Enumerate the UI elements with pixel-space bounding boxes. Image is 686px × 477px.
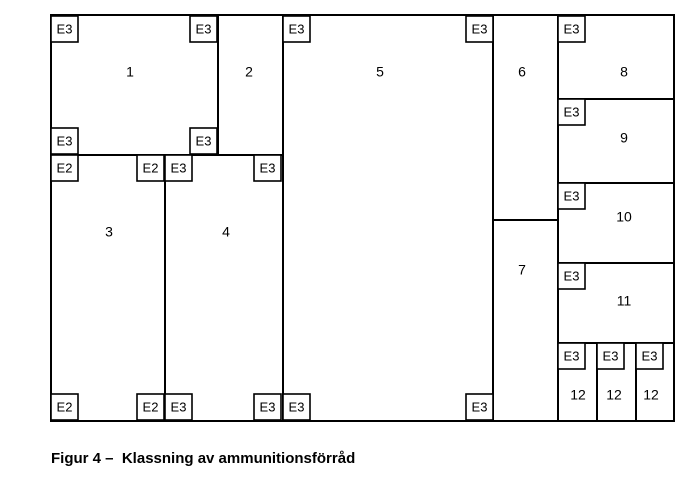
tag-label: E2 xyxy=(57,399,73,414)
outer-wall xyxy=(50,14,675,422)
tag-box xyxy=(189,15,218,43)
classification-tag: E3 xyxy=(50,15,79,43)
tag-label: E3 xyxy=(196,21,212,36)
classification-tag: E3 xyxy=(557,342,586,370)
classification-tag: E3 xyxy=(465,393,494,421)
tag-label: E3 xyxy=(564,104,580,119)
classification-tag: E2 xyxy=(50,393,79,421)
tag-box xyxy=(189,127,218,155)
tag-box xyxy=(557,15,586,43)
tag-label: E3 xyxy=(260,160,276,175)
tag-box xyxy=(635,342,664,370)
tag-label: E3 xyxy=(564,188,580,203)
classification-tag: E3 xyxy=(596,342,625,370)
room-label-r12c: 12 xyxy=(643,387,659,403)
tag-box xyxy=(557,98,586,126)
tag-box xyxy=(596,342,625,370)
room-label-r4: 4 xyxy=(222,224,230,240)
classification-tag: E3 xyxy=(557,15,586,43)
classification-tag: E3 xyxy=(635,342,664,370)
classification-tag: E3 xyxy=(253,154,282,182)
figure-caption: Figur 4 – Klassning av ammunitionsförråd xyxy=(51,450,356,467)
tag-box xyxy=(50,393,79,421)
tag-box xyxy=(557,182,586,210)
room-label-r12b: 12 xyxy=(606,387,622,403)
tag-box xyxy=(50,154,79,182)
classification-tag: E2 xyxy=(136,154,165,182)
tag-label: E3 xyxy=(642,348,658,363)
tag-label: E3 xyxy=(289,21,305,36)
tag-box xyxy=(253,154,282,182)
room-label-r2: 2 xyxy=(245,64,253,80)
classification-tag: E3 xyxy=(189,127,218,155)
tag-label: E3 xyxy=(564,348,580,363)
room-label-r11: 11 xyxy=(617,293,632,309)
tag-label: E2 xyxy=(143,399,159,414)
classification-tag: E3 xyxy=(465,15,494,43)
classification-tag: E3 xyxy=(164,154,193,182)
tag-box xyxy=(136,393,165,421)
tag-box xyxy=(50,15,79,43)
room-label-r8: 8 xyxy=(620,64,628,80)
tag-box xyxy=(164,393,193,421)
tag-label: E3 xyxy=(171,160,187,175)
tag-label: E3 xyxy=(603,348,619,363)
tag-label: E3 xyxy=(57,21,73,36)
classification-tag: E3 xyxy=(282,393,311,421)
tag-box xyxy=(465,393,494,421)
classification-tag: E3 xyxy=(557,98,586,126)
classification-tag: E2 xyxy=(136,393,165,421)
tag-box xyxy=(253,393,282,421)
tag-box xyxy=(282,15,311,43)
classification-tag: E3 xyxy=(253,393,282,421)
tag-label: E3 xyxy=(472,21,488,36)
tag-label: E3 xyxy=(260,399,276,414)
tag-label: E3 xyxy=(196,133,212,148)
tag-box xyxy=(557,262,586,290)
classification-tag: E3 xyxy=(282,15,311,43)
room-label-r7: 7 xyxy=(518,262,526,278)
tag-label: E3 xyxy=(472,399,488,414)
room-label-r5: 5 xyxy=(376,64,384,80)
room-label-r1: 1 xyxy=(126,64,134,80)
tag-label: E2 xyxy=(143,160,159,175)
tag-label: E3 xyxy=(57,133,73,148)
tag-box xyxy=(164,154,193,182)
classification-tag: E3 xyxy=(189,15,218,43)
tag-box xyxy=(282,393,311,421)
tag-label: E3 xyxy=(171,399,187,414)
tag-box xyxy=(465,15,494,43)
room-label-r6: 6 xyxy=(518,64,526,80)
classification-tag: E2 xyxy=(50,154,79,182)
tag-box xyxy=(50,127,79,155)
classification-tag: E3 xyxy=(164,393,193,421)
room-label-r9: 9 xyxy=(620,130,628,146)
room-label-r3: 3 xyxy=(105,224,113,240)
classification-tag: E3 xyxy=(50,127,79,155)
classification-tag: E3 xyxy=(557,182,586,210)
tag-box xyxy=(557,342,586,370)
room-label-r12a: 12 xyxy=(570,387,586,403)
tag-box xyxy=(136,154,165,182)
tag-label: E3 xyxy=(564,268,580,283)
room-label-r10: 10 xyxy=(616,209,632,225)
tag-label: E3 xyxy=(564,21,580,36)
classification-tag: E3 xyxy=(557,262,586,290)
tag-label: E2 xyxy=(57,160,73,175)
tag-label: E3 xyxy=(289,399,305,414)
